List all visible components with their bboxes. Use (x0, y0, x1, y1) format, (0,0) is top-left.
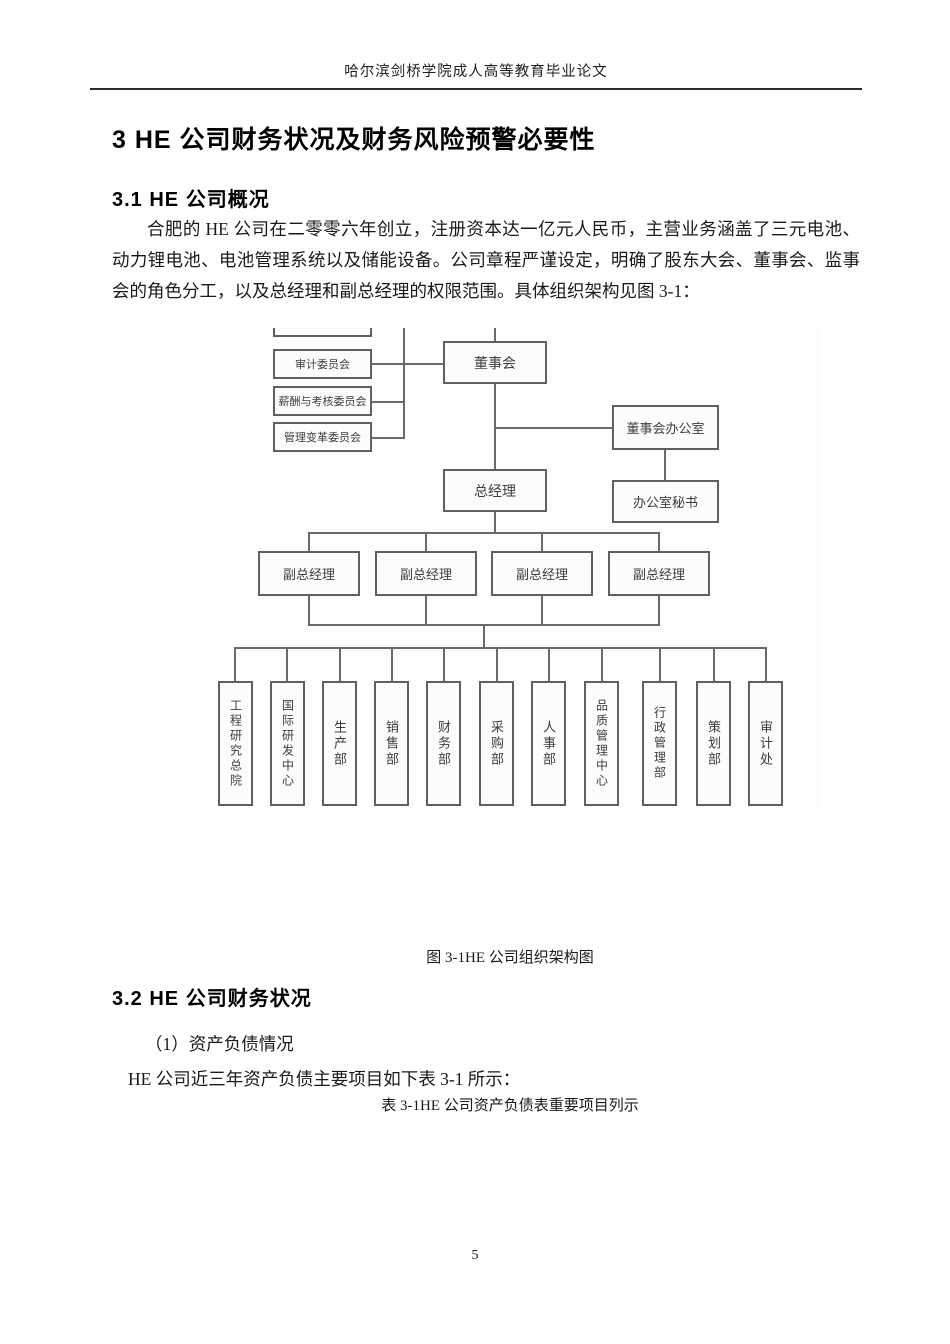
section-3-2-title: 3.2 HE 公司财务状况 (112, 988, 312, 1010)
header-rule (90, 88, 862, 90)
connector-rail-deputy-2 (425, 532, 427, 552)
dept-label: 品质管理中心 (594, 698, 609, 789)
connector-dept-11 (765, 647, 767, 681)
org-box-board-office: 董事会办公室 (612, 405, 719, 450)
connector-dept-7 (548, 647, 550, 681)
org-box-dept-quality-center: 品质管理中心 (584, 681, 619, 806)
org-box-deputy-gm-4: 副总经理 (608, 551, 710, 596)
dept-label: 国际研发中心 (280, 698, 295, 789)
connector-board-office (495, 427, 613, 429)
connector-deputy-2-rail (425, 595, 427, 626)
dept-label: 行政管理部 (652, 706, 667, 781)
dept-label: 策划部 (706, 719, 721, 768)
connector-rail-deputy-1 (308, 532, 310, 552)
section-3-1-paragraph: 合肥的 HE 公司在二零零六年创立，注册资本达一亿元人民币，主营业务涵盖了三元电… (112, 219, 860, 301)
connector-dept-6 (496, 647, 498, 681)
figure-caption: 图 3-1HE 公司组织架构图 (426, 950, 594, 966)
connector-change-spine (372, 437, 405, 439)
connector-gm-rail (494, 511, 496, 533)
org-box-deputy-gm-3: 副总经理 (491, 551, 593, 596)
connector-dept-10 (713, 647, 715, 681)
connector-deputy-4-rail (658, 595, 660, 626)
org-box-general-manager: 总经理 (443, 469, 547, 512)
connector-deputy-3-rail (541, 595, 543, 626)
dept-label: 销售部 (384, 719, 399, 768)
org-box-dept-procurement: 采购部 (479, 681, 514, 806)
connector-dept-9 (659, 647, 661, 681)
org-box-dept-sales: 销售部 (374, 681, 409, 806)
org-chart-figure: 审计委员会 薪酬与考核委员会 管理变革委员会 董事会 董事会办公室 总经理 办公… (200, 328, 820, 814)
org-box-dept-production: 生产部 (322, 681, 357, 806)
section-3-2-paragraph: HE 公司近三年资产负债主要项目如下表 3-1 所示： (128, 1069, 521, 1089)
connector-center-drop (483, 624, 485, 649)
dept-label: 人事部 (541, 719, 556, 768)
table-caption: 表 3-1HE 公司资产负债表重要项目列示 (381, 1098, 639, 1114)
connector-dept-4 (391, 647, 393, 681)
list-item-assets-liabilities: （1）资产负债情况 (145, 1034, 294, 1054)
org-box-deputy-gm-1: 副总经理 (258, 551, 360, 596)
connector-rail-deputy-3 (541, 532, 543, 552)
connector-dept-8 (601, 647, 603, 681)
page-header-title: 哈尔滨剑桥学院成人高等教育毕业论文 (344, 64, 608, 80)
org-box-audit-committee: 审计委员会 (273, 349, 372, 379)
connector-above-board (494, 328, 496, 342)
org-box-truncated-committee (273, 328, 372, 337)
org-box-dept-international-rd: 国际研发中心 (270, 681, 305, 806)
connector-rail-deputy-4 (658, 532, 660, 552)
org-box-dept-administration: 行政管理部 (642, 681, 677, 806)
connector-office-secretary (664, 450, 666, 480)
connector-dept-2 (286, 647, 288, 681)
dept-label: 财务部 (436, 719, 451, 768)
page-number: 5 (471, 1248, 479, 1263)
connector-compensation-spine (372, 401, 405, 403)
org-box-dept-audit-office: 审计处 (748, 681, 783, 806)
org-box-compensation-committee: 薪酬与考核委员会 (273, 386, 372, 416)
org-box-deputy-gm-2: 副总经理 (375, 551, 477, 596)
dept-label: 采购部 (489, 719, 504, 768)
connector-dept-5 (443, 647, 445, 681)
rail-deputy-top (308, 532, 660, 534)
org-box-dept-hr: 人事部 (531, 681, 566, 806)
connector-committee-spine (403, 328, 405, 438)
org-box-dept-engineering-research: 工程研究总院 (218, 681, 253, 806)
org-box-dept-finance: 财务部 (426, 681, 461, 806)
connector-dept-3 (339, 647, 341, 681)
org-box-change-committee: 管理变革委员会 (273, 422, 372, 452)
dept-label: 生产部 (332, 719, 347, 768)
dept-label: 审计处 (758, 719, 773, 768)
dept-label: 工程研究总院 (228, 698, 243, 789)
section-3-1-title: 3.1 HE 公司概况 (112, 189, 270, 211)
chapter-title: 3 HE 公司财务状况及财务风险预警必要性 (112, 126, 596, 154)
org-box-board: 董事会 (443, 341, 547, 384)
org-box-dept-planning: 策划部 (696, 681, 731, 806)
connector-dept-1 (234, 647, 236, 681)
rail-departments (234, 647, 767, 649)
org-box-office-secretary: 办公室秘书 (612, 480, 719, 523)
connector-board-gm (494, 383, 496, 469)
connector-audit-board (372, 363, 445, 365)
connector-deputy-1-rail (308, 595, 310, 626)
